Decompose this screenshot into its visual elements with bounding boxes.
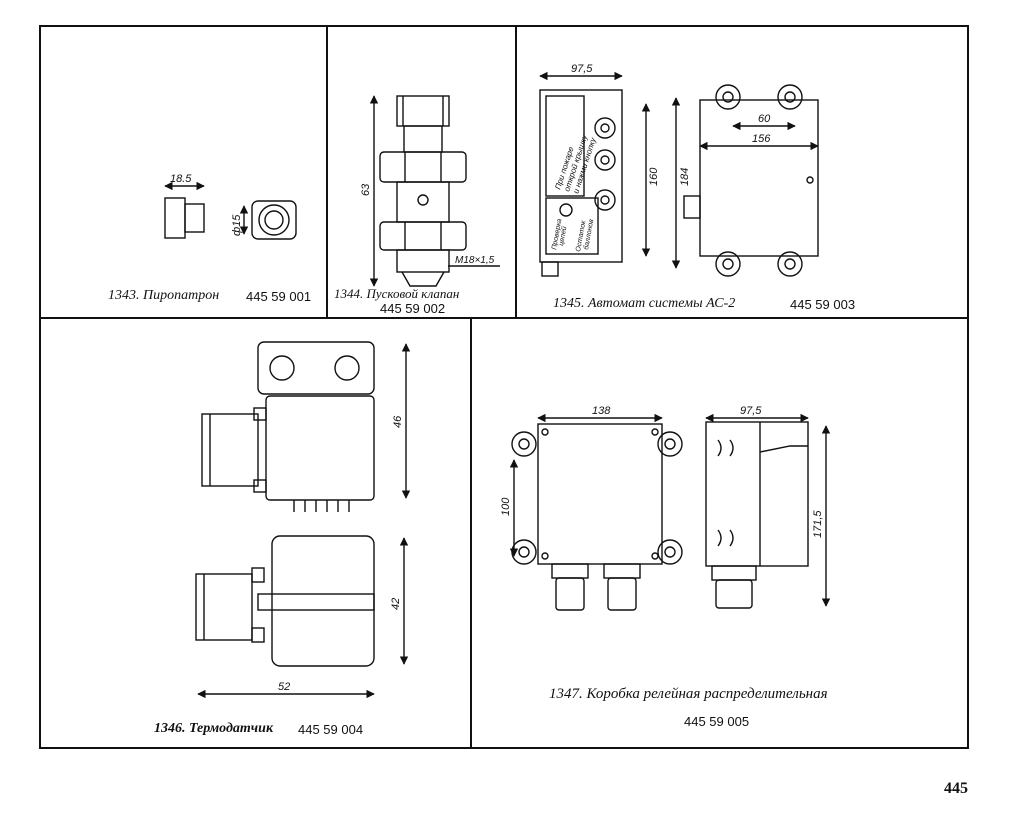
- dim-1343-diameter: ф15: [231, 214, 243, 236]
- dim-1347-d4: 171,5: [812, 510, 824, 538]
- drawing-1344-start-valve: [369, 95, 500, 287]
- drawing-1346-thermal-sensor: [195, 341, 411, 699]
- drawing-1343-pyro-cartridge: [164, 181, 297, 240]
- dim-1344-thread: М18×1,5: [455, 255, 495, 266]
- code-1343: 445 59 001: [246, 289, 312, 304]
- page-frame: [39, 25, 969, 749]
- dim-1345-d2: 160: [648, 167, 660, 186]
- dim-1345-d5: 156: [752, 133, 771, 145]
- dim-1346-d2: 42: [390, 598, 402, 610]
- dim-1345-d1: 97,5: [571, 63, 593, 75]
- caption-1347: 1347. Коробка релейная распределительная: [549, 686, 828, 702]
- dim-1347-d1: 138: [592, 405, 611, 417]
- dim-1347-d3: 100: [500, 497, 512, 516]
- label-1345-l5: цепей: [557, 226, 568, 247]
- code-1346: 445 59 004: [298, 722, 364, 737]
- caption-1343: 1343. Пиропатрон: [108, 288, 220, 303]
- code-1344: 445 59 002: [380, 301, 446, 316]
- dim-1345-d4: 60: [758, 113, 771, 125]
- code-1345: 445 59 003: [790, 297, 856, 312]
- drawing-1347-relay-box: [509, 413, 831, 611]
- dim-1343-width: 18.5: [170, 173, 192, 185]
- dim-1345-d3: 184: [679, 168, 691, 186]
- dim-1346-d3: 52: [278, 681, 290, 693]
- code-1347: 445 59 005: [684, 714, 750, 729]
- dim-1344-height: 63: [360, 183, 372, 196]
- caption-1346: 1346. Термодатчик: [154, 721, 274, 736]
- dim-1347-d2: 97,5: [740, 405, 762, 417]
- dim-1346-d1: 46: [392, 415, 404, 428]
- page-number: 445: [944, 780, 968, 797]
- caption-1345: 1345. Автомат системы АС-2: [553, 296, 736, 311]
- drawing-1345-automat: [539, 71, 819, 277]
- caption-1344: 1344. Пусковой клапан: [334, 286, 460, 301]
